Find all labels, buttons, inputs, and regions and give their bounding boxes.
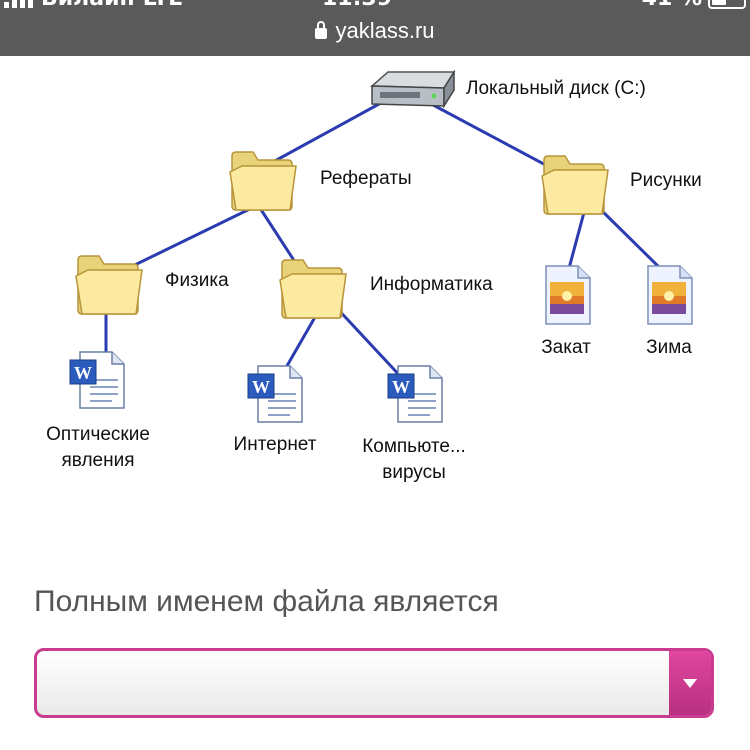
folder-icon-risunki[interactable] xyxy=(540,150,610,216)
drive-label: Локальный диск (C:) xyxy=(466,78,646,99)
dropdown-arrow-icon[interactable] xyxy=(669,651,711,715)
battery-icon xyxy=(708,0,746,9)
question-text: Полным именем файла является xyxy=(34,585,499,618)
carrier-info: Билайн LTE xyxy=(4,0,183,11)
line-risunki-zima xyxy=(594,203,666,274)
address-bar[interactable]: yaklass.ru xyxy=(0,18,750,44)
hard-drive-icon[interactable] xyxy=(366,66,456,112)
folder-label-risunki: Рисунки xyxy=(630,170,702,191)
folder-icon-informatika[interactable] xyxy=(278,254,348,320)
line-drive-referaty xyxy=(261,96,391,170)
line-risunki-zakat xyxy=(566,204,588,273)
svg-text:W: W xyxy=(252,377,270,397)
word-document-icon-opticheskie[interactable]: W xyxy=(68,350,128,410)
svg-text:W: W xyxy=(392,377,410,397)
image-file-icon-zakat[interactable] xyxy=(542,264,594,326)
network-type: LTE xyxy=(143,0,183,11)
line-informatika-kompyuter xyxy=(332,303,404,380)
file-label-opticheskie: Оптические явления xyxy=(46,424,150,471)
lock-icon xyxy=(315,21,328,39)
folder-label-referaty: Рефераты xyxy=(320,168,412,189)
battery-percent: 41 % xyxy=(642,0,702,11)
carrier-name: Билайн xyxy=(41,0,135,11)
file-label-internet: Интернет xyxy=(233,434,317,455)
word-document-icon-internet[interactable]: W xyxy=(246,364,306,424)
status-time: 11:39 xyxy=(322,0,392,11)
signal-icon xyxy=(4,0,33,8)
status-bar: Билайн LTE 11:39 41 % xyxy=(0,0,750,11)
url-text: yaklass.ru xyxy=(335,18,435,43)
answer-dropdown[interactable] xyxy=(34,648,714,718)
word-document-icon-kompyuter[interactable]: W xyxy=(386,364,446,424)
folder-icon-referaty[interactable] xyxy=(228,146,298,212)
image-file-icon-zima[interactable] xyxy=(644,264,696,326)
file-label-zima: Зима xyxy=(646,337,692,358)
folder-icon-fizika[interactable] xyxy=(74,250,144,316)
file-label-zakat: Закат xyxy=(541,337,591,358)
folder-label-informatika: Информатика xyxy=(370,274,493,295)
svg-text:W: W xyxy=(74,363,92,383)
folder-label-fizika: Физика xyxy=(165,270,229,291)
browser-top-bar: Билайн LTE 11:39 41 % yaklass.ru xyxy=(0,0,750,56)
battery-info: 41 % xyxy=(642,0,746,11)
file-label-kompyuter: Компьюте... вирусы xyxy=(362,436,466,483)
